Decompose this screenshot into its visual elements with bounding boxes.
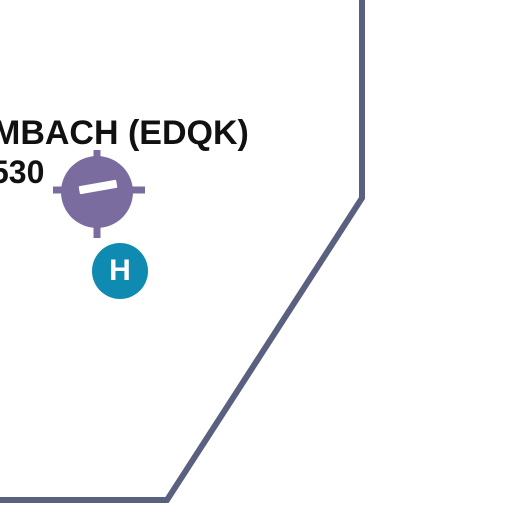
airfield-name-label: MBACH (EDQK)	[0, 114, 249, 152]
helipad-icon[interactable]: H	[92, 243, 148, 299]
airfield-elevation-label: 530	[0, 154, 45, 190]
aerodrome-icon[interactable]	[53, 150, 145, 238]
helipad-letter: H	[109, 254, 131, 287]
airspace-boundary-line	[0, 0, 365, 503]
